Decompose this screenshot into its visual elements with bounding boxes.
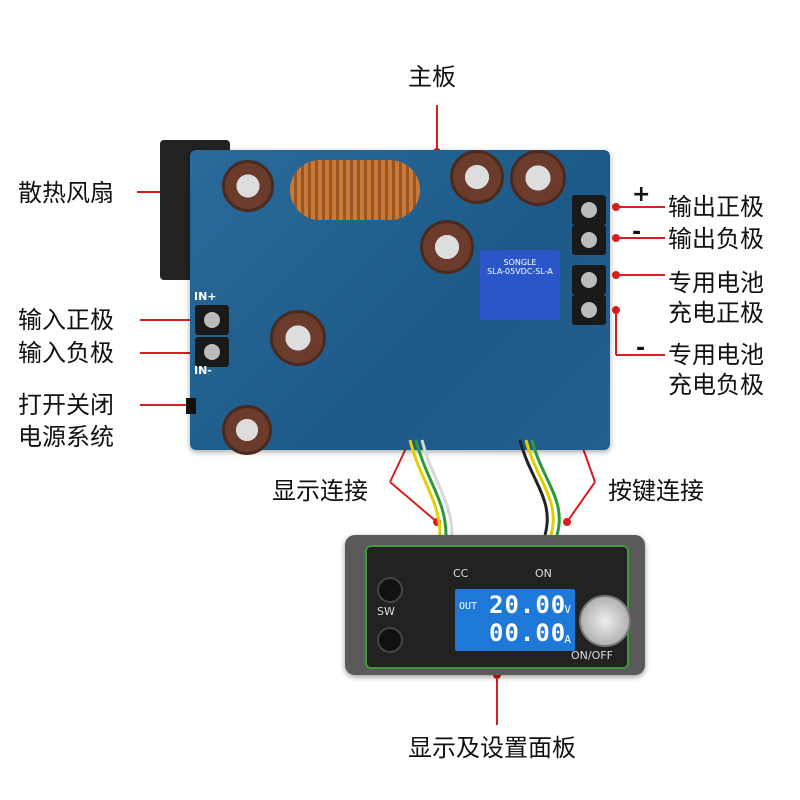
second-button[interactable] bbox=[377, 627, 403, 653]
label-battery-negative-1: 专用电池 bbox=[668, 341, 764, 369]
label-power-switch-1: 打开关闭 bbox=[18, 391, 114, 419]
relay-brand: SONGLE bbox=[503, 258, 537, 267]
capacitor bbox=[420, 220, 474, 274]
battery-terminal-negative bbox=[572, 295, 606, 325]
on-indicator: ON bbox=[535, 567, 552, 580]
input-terminal-negative bbox=[195, 337, 229, 367]
label-input-positive: 输入正极 bbox=[18, 306, 114, 334]
rotary-knob[interactable] bbox=[579, 595, 631, 647]
sw-label: SW bbox=[377, 605, 395, 618]
onoff-label: ON/OFF bbox=[571, 649, 613, 662]
relay: SONGLE SLA-05VDC-SL-A bbox=[480, 250, 560, 320]
label-battery-negative-2: 充电负极 bbox=[668, 371, 764, 399]
in-plus-silkscreen: IN+ bbox=[194, 290, 217, 303]
voltage-readout: 20.00 bbox=[489, 591, 567, 619]
label-input-negative: 输入负极 bbox=[18, 339, 114, 367]
capacitor bbox=[222, 160, 274, 212]
inductor-coil bbox=[290, 160, 420, 220]
plus-sign: + bbox=[632, 182, 651, 207]
capacitor bbox=[510, 150, 566, 206]
label-power-switch-2: 电源系统 bbox=[18, 423, 114, 451]
minus-sign: - bbox=[636, 336, 646, 361]
voltage-unit: V bbox=[564, 603, 571, 616]
label-main-board: 主板 bbox=[408, 63, 456, 91]
input-terminal-positive bbox=[195, 305, 229, 335]
display-panel: CC ON SW OUT 20.00 V 00.00 A ON/OFF bbox=[345, 535, 645, 675]
lcd-screen: OUT 20.00 V 00.00 A bbox=[455, 589, 575, 651]
current-unit: A bbox=[564, 633, 571, 646]
relay-model: SLA-05VDC-SL-A bbox=[487, 267, 553, 276]
capacitor bbox=[270, 310, 326, 366]
minus-sign: - bbox=[632, 220, 642, 245]
cc-indicator: CC bbox=[453, 567, 469, 580]
current-readout: 00.00 bbox=[489, 619, 567, 647]
label-key-connection: 按键连接 bbox=[608, 477, 704, 505]
output-terminal-negative bbox=[572, 225, 606, 255]
key-conn-pointer-a bbox=[566, 481, 596, 523]
battery-terminal-positive bbox=[572, 265, 606, 295]
power-switch[interactable] bbox=[186, 398, 196, 414]
output-terminal-positive bbox=[572, 195, 606, 225]
label-battery-positive-2: 充电正极 bbox=[668, 299, 764, 327]
sw-button[interactable] bbox=[377, 577, 403, 603]
display-conn-pointer-b bbox=[389, 481, 438, 523]
panel-bezel: CC ON SW OUT 20.00 V 00.00 A ON/OFF bbox=[365, 545, 631, 669]
capacitor bbox=[222, 405, 272, 455]
label-output-positive: 输出正极 bbox=[668, 193, 764, 221]
label-battery-positive-1: 专用电池 bbox=[668, 269, 764, 297]
label-cooling-fan: 散热风扇 bbox=[18, 179, 114, 207]
out-label: OUT bbox=[459, 601, 478, 612]
in-minus-silkscreen: IN- bbox=[194, 364, 212, 377]
label-display-panel: 显示及设置面板 bbox=[408, 734, 576, 762]
label-output-negative: 输出负极 bbox=[668, 225, 764, 253]
label-display-connection: 显示连接 bbox=[272, 477, 368, 505]
capacitor bbox=[450, 150, 504, 204]
